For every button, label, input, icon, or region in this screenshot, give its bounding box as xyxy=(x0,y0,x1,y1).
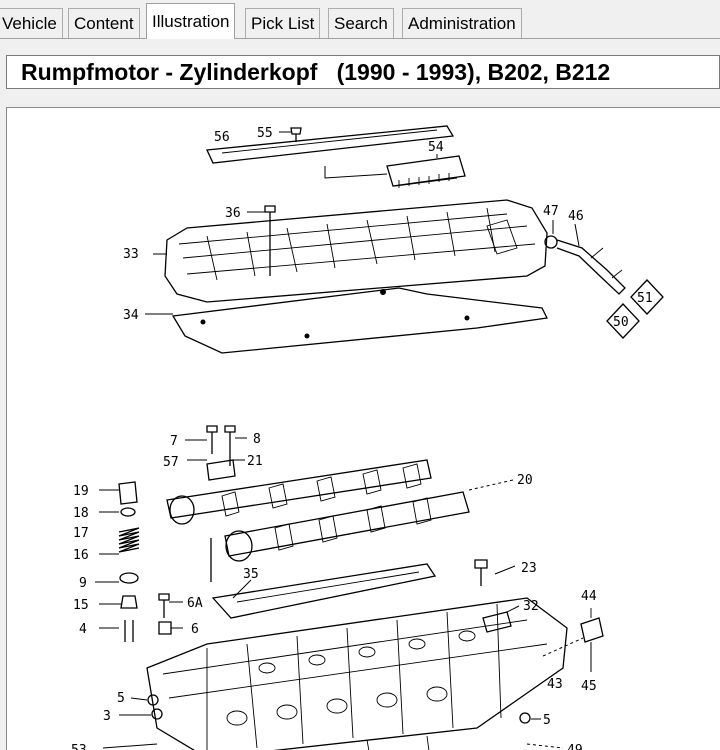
callout-57[interactable]: 57 xyxy=(163,455,179,470)
part-valve-cover-gasket xyxy=(171,287,548,354)
part-valve-guide xyxy=(124,620,134,642)
callout-5-right[interactable]: 5 xyxy=(543,713,551,728)
part-cover-plate xyxy=(206,125,455,164)
exploded-parts-diagram[interactable]: 56 55 54 36 33 47 46 51 50 xyxy=(7,108,720,750)
part-camshaft-exhaust xyxy=(224,491,470,562)
callout-21[interactable]: 21 xyxy=(247,454,263,469)
tab-administration[interactable]: Administration xyxy=(402,8,522,38)
callout-9[interactable]: 9 xyxy=(79,576,87,591)
part-camshaft-intake xyxy=(166,459,432,525)
callout-5-left[interactable]: 5 xyxy=(117,691,125,706)
callout-46[interactable]: 46 xyxy=(568,209,584,224)
callout-8[interactable]: 8 xyxy=(253,432,261,447)
part-screw-55 xyxy=(290,127,302,142)
callout-50-frame xyxy=(606,303,640,339)
part-bolt-6a xyxy=(158,593,170,618)
callout-35[interactable]: 35 xyxy=(243,567,259,582)
callout-55[interactable]: 55 xyxy=(257,126,273,141)
part-valve-cover xyxy=(164,199,548,303)
illustration-viewer[interactable]: 56 55 54 36 33 47 46 51 50 xyxy=(6,107,720,750)
callout-47[interactable]: 47 xyxy=(543,204,559,219)
callout-56[interactable]: 56 xyxy=(214,130,230,145)
part-bolt-23 xyxy=(474,559,488,586)
part-bolt-7 xyxy=(206,425,218,454)
callout-7[interactable]: 7 xyxy=(170,434,178,449)
tab-content[interactable]: Content xyxy=(68,8,140,38)
part-stud-3 xyxy=(151,708,163,720)
callout-33[interactable]: 33 xyxy=(123,247,139,262)
callout-51[interactable]: 51 xyxy=(637,291,653,306)
part-plug-5-right xyxy=(519,712,531,724)
part-tappet xyxy=(118,481,138,505)
tab-vehicle[interactable]: Vehicle xyxy=(0,8,63,38)
illustration-title: Rumpfmotor - Zylinderkopf (1990 - 1993),… xyxy=(21,59,611,85)
illustration-title-bar: Rumpfmotor - Zylinderkopf (1990 - 1993),… xyxy=(6,55,720,89)
tab-pick-list[interactable]: Pick List xyxy=(245,8,321,38)
part-valve-spring xyxy=(118,527,140,553)
part-bolt-36 xyxy=(264,205,276,276)
callout-18[interactable]: 18 xyxy=(73,506,89,521)
callout-3[interactable]: 3 xyxy=(103,709,111,724)
tab-bar-divider xyxy=(0,38,720,39)
part-spring-seat xyxy=(119,572,139,584)
callout-44[interactable]: 44 xyxy=(581,589,597,604)
callout-54[interactable]: 54 xyxy=(428,140,444,155)
callout-32[interactable]: 32 xyxy=(523,599,539,614)
part-fitting-44 xyxy=(580,608,604,643)
callout-20[interactable]: 20 xyxy=(517,473,533,488)
callout-19[interactable]: 19 xyxy=(73,484,89,499)
part-cam-bearing-cap xyxy=(206,459,236,481)
callout-6[interactable]: 6 xyxy=(191,622,199,637)
callout-17[interactable]: 17 xyxy=(73,526,89,541)
part-breather-hose xyxy=(544,235,626,295)
part-plug-5-left xyxy=(147,694,159,706)
callout-34[interactable]: 34 xyxy=(123,308,139,323)
callout-45[interactable]: 45 xyxy=(581,679,597,694)
callout-16[interactable]: 16 xyxy=(73,548,89,563)
callout-50[interactable]: 50 xyxy=(613,315,629,330)
part-sensor-32 xyxy=(482,611,512,633)
callout-53[interactable]: 53 xyxy=(71,743,87,750)
callout-4[interactable]: 4 xyxy=(79,622,87,637)
tab-illustration[interactable]: Illustration xyxy=(146,3,236,39)
tab-search[interactable]: Search xyxy=(328,8,394,38)
callout-23[interactable]: 23 xyxy=(521,561,537,576)
callout-15[interactable]: 15 xyxy=(73,598,89,613)
callout-43[interactable]: 43 xyxy=(547,677,563,692)
callout-6A[interactable]: 6A xyxy=(187,596,203,611)
part-ignition-module xyxy=(386,155,466,188)
part-shim xyxy=(120,507,136,517)
part-dowel-6 xyxy=(158,621,172,635)
callout-36[interactable]: 36 xyxy=(225,206,241,221)
part-cylinder-head xyxy=(146,597,568,750)
tab-bar: Vehicle Content Illustration Pick List S… xyxy=(0,0,720,40)
callout-51-frame xyxy=(630,279,664,315)
part-valve-seal xyxy=(120,595,138,609)
callout-49[interactable]: 49 xyxy=(567,743,583,750)
part-cam-cover-gasket xyxy=(211,563,437,619)
